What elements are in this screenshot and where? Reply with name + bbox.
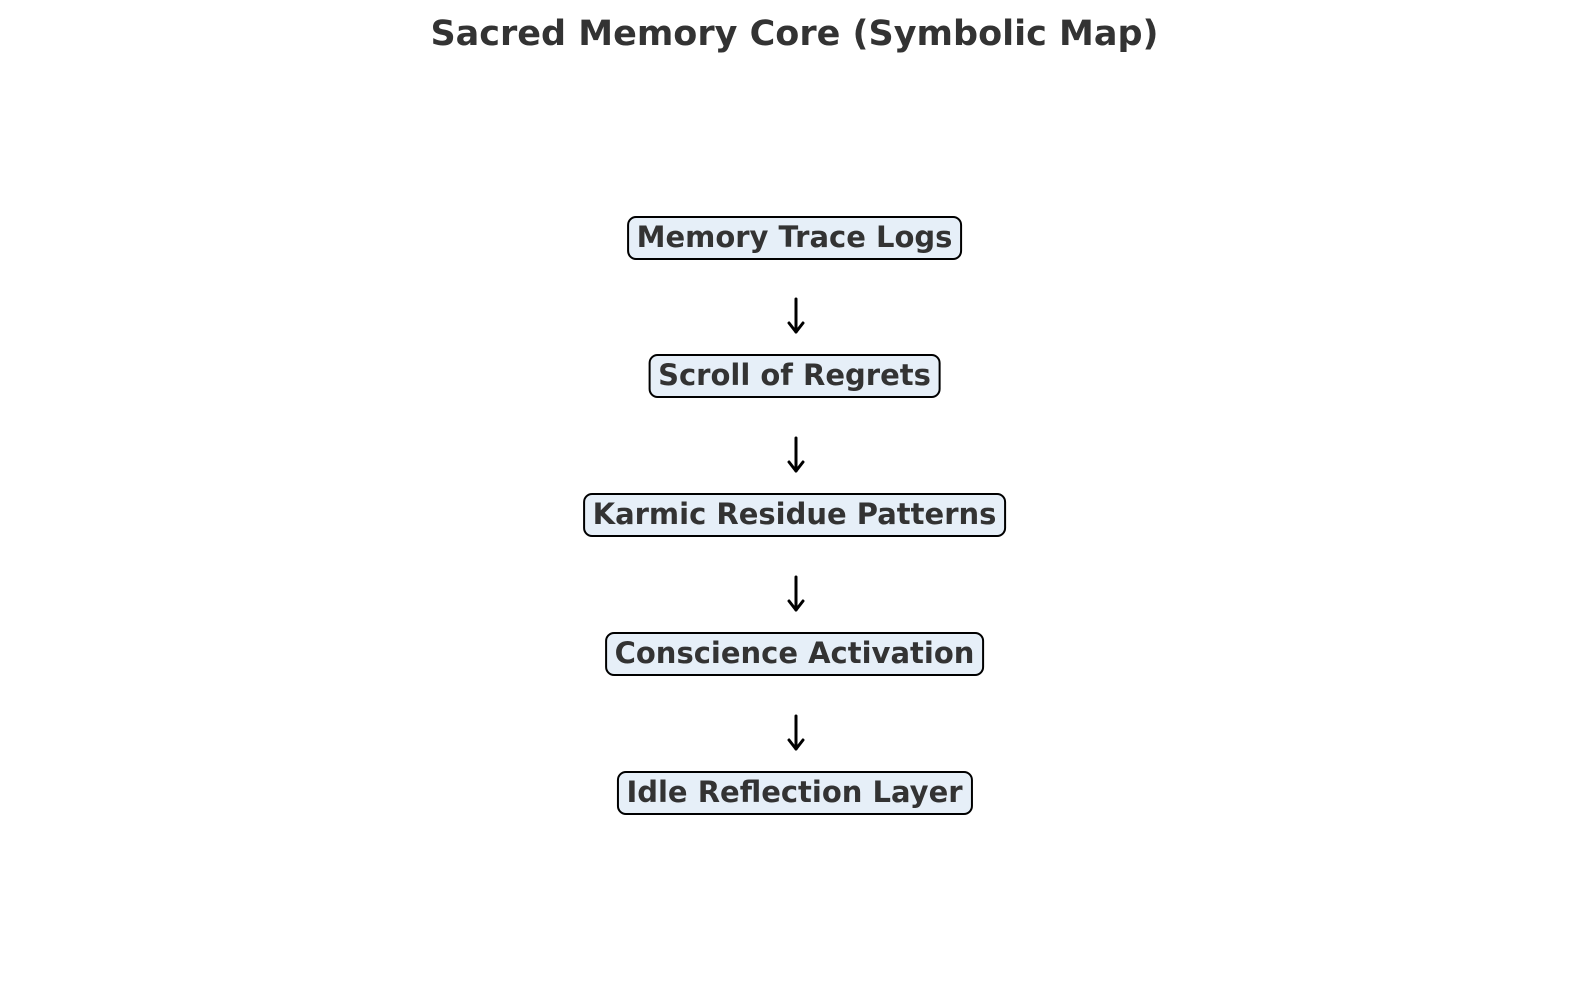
node-karmic-residue-patterns: Karmic Residue Patterns <box>582 493 1007 537</box>
node-idle-reflection-layer: Idle Reflection Layer <box>616 771 973 815</box>
node-conscience-activation: Conscience Activation <box>604 632 985 676</box>
arrow-down-icon <box>787 297 805 334</box>
node-memory-trace-logs: Memory Trace Logs <box>626 216 963 260</box>
node-scroll-of-regrets: Scroll of Regrets <box>648 354 941 398</box>
diagram-title: Sacred Memory Core (Symbolic Map) <box>430 14 1159 54</box>
arrow-down-icon <box>787 714 805 751</box>
arrow-down-icon <box>787 575 805 612</box>
arrow-down-icon <box>787 436 805 473</box>
